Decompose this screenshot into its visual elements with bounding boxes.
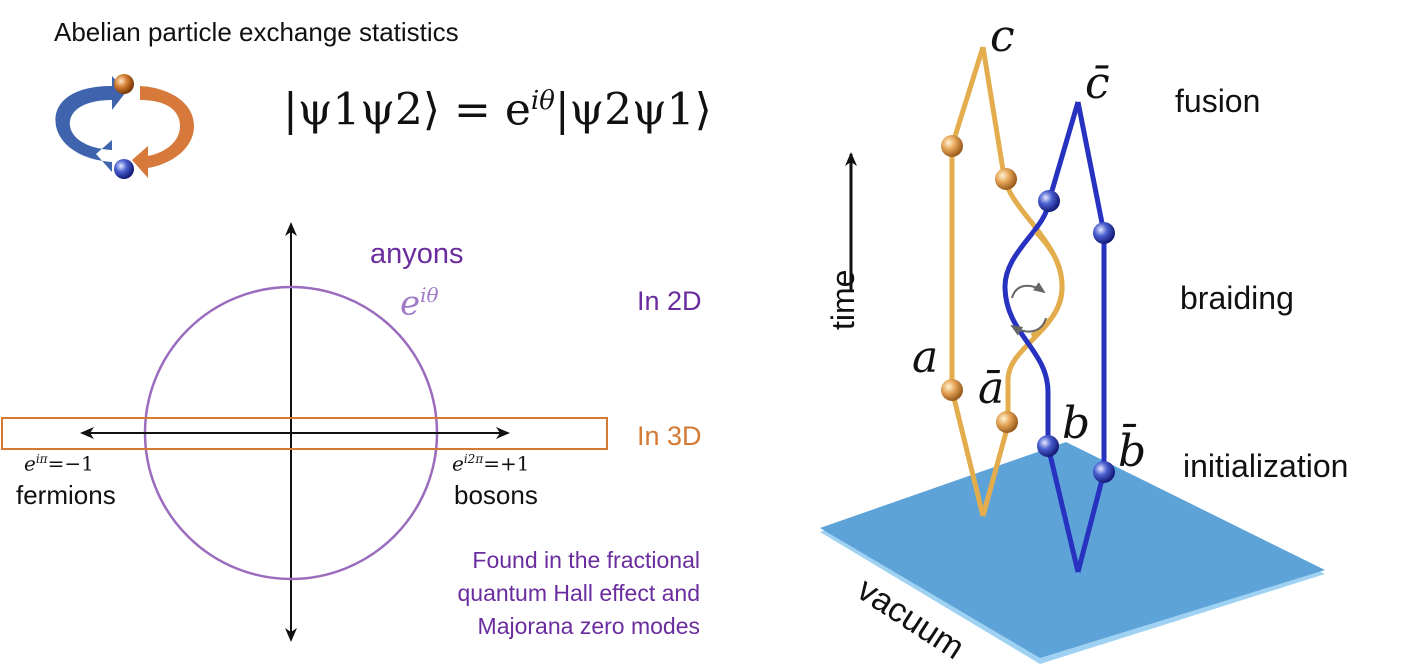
strand-label-a: a xyxy=(912,332,939,383)
braiding-label: braiding xyxy=(1180,280,1294,316)
fermion-phase: eiπ=−1 xyxy=(24,453,94,474)
exchange-icon xyxy=(55,74,194,179)
braid-rotation-arrow-bottom xyxy=(1010,317,1047,336)
note-line-1: Found in the fractional xyxy=(472,547,700,573)
strand-label-c-bar: c̄ xyxy=(1085,58,1110,109)
boson-phase-exponent: i2π xyxy=(463,452,484,466)
fermion-phase-exponent: iπ xyxy=(35,452,48,466)
gold-particle-4 xyxy=(996,411,1018,433)
in-3d-label: In 3D xyxy=(637,421,702,451)
fermion-phase-base: e xyxy=(24,451,36,476)
blue-particle-4 xyxy=(1093,461,1115,483)
exchange-equation: |ψ1ψ2⟩ = eiθ|ψ2ψ1⟩ xyxy=(283,88,712,133)
anyons-label: anyons xyxy=(370,238,464,270)
note-text: Found in the fractional quantum Hall eff… xyxy=(380,544,700,643)
gold-particle-3 xyxy=(941,379,963,401)
orange-particle xyxy=(114,74,134,94)
exchange-arrow-orange xyxy=(132,86,194,178)
gold-particle-2 xyxy=(995,168,1017,190)
gold-strand-outer xyxy=(949,46,986,517)
gold-crossing-over xyxy=(1030,230,1065,339)
blue-particle-3 xyxy=(1037,435,1059,457)
gold-particle-1 xyxy=(941,135,963,157)
3d-box xyxy=(1,417,608,450)
worldlines xyxy=(941,46,1115,573)
boson-phase: ei2π=+1 xyxy=(452,453,529,474)
phase-label: eiθ xyxy=(400,285,439,320)
note-line-2: quantum Hall effect and xyxy=(457,580,700,606)
exchange-arrow-blue xyxy=(55,76,127,172)
note-line-3: Majorana zero modes xyxy=(477,613,700,639)
fermion-phase-value: =−1 xyxy=(47,451,94,476)
equation-rhs: |ψ2ψ1⟩ xyxy=(554,84,712,136)
strand-label-b: b xyxy=(1062,398,1091,449)
initialization-label: initialization xyxy=(1183,448,1349,484)
fermions-label: fermions xyxy=(16,480,116,510)
boson-phase-value: =+1 xyxy=(483,451,530,476)
equation-lhs: |ψ1ψ2⟩ = e xyxy=(283,84,531,136)
strand-label-c: c xyxy=(990,11,1015,62)
phase-exponent: iθ xyxy=(420,283,439,307)
boson-phase-base: e xyxy=(452,451,464,476)
time-label: time xyxy=(825,269,861,330)
in-2d-label: In 2D xyxy=(637,286,702,316)
blue-particle-2 xyxy=(1093,222,1115,244)
fusion-label: fusion xyxy=(1175,83,1261,119)
blue-particle xyxy=(114,159,134,179)
phase-base: e xyxy=(400,283,421,324)
blue-particle-1 xyxy=(1038,190,1060,212)
phase-circle-diagram xyxy=(1,222,608,642)
blue-strand-inner xyxy=(1002,101,1081,573)
bosons-label: bosons xyxy=(454,480,538,510)
braid-rotation-arrow-top xyxy=(1011,282,1046,299)
strand-label-b-bar: b̄ xyxy=(1118,426,1147,477)
strand-label-a-bar: ā xyxy=(978,363,1005,414)
blue-strand-outer xyxy=(1075,101,1107,573)
panel-title: Abelian particle exchange statistics xyxy=(54,17,459,47)
equation-exponent: iθ xyxy=(530,86,555,116)
